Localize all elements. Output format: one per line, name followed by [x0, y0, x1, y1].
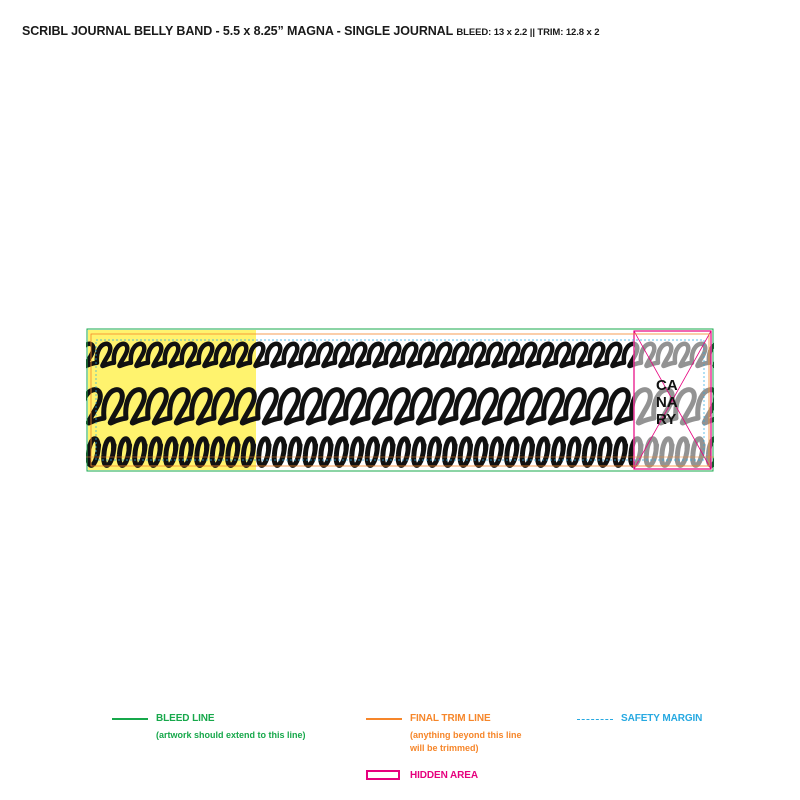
safety-margin-swatch	[577, 719, 613, 720]
page-dimensions: BLEED: 13 x 2.2 || TRIM: 12.8 x 2	[456, 27, 600, 38]
scribble-row-middle	[86, 387, 714, 426]
canary-logo-line-1: CA	[656, 377, 678, 394]
canary-logo-line-2: NA	[656, 394, 678, 411]
safety-margin-label: SAFETY MARGIN	[621, 713, 703, 724]
scribble-pattern	[86, 341, 714, 468]
hidden-area-cross-2	[633, 330, 712, 470]
trim-line-note-1: (anything beyond this line	[410, 730, 522, 740]
bleed-line-note: (artwork should extend to this line)	[156, 730, 306, 740]
canary-logo: CA NA RY	[656, 377, 678, 428]
trim-line-label: FINAL TRIM LINE	[410, 713, 491, 724]
page-title: SCRIBL JOURNAL BELLY BAND - 5.5 x 8.25” …	[22, 24, 454, 38]
hidden-area-outline	[633, 330, 712, 470]
page-header: SCRIBL JOURNAL BELLY BAND - 5.5 x 8.25” …	[22, 24, 599, 38]
hidden-area-label: HIDDEN AREA	[410, 770, 478, 781]
belly-band-artwork: CA NA RY	[86, 328, 714, 472]
bleed-line-swatch	[112, 718, 148, 720]
safety-margin	[95, 339, 705, 461]
bleed-line-label: BLEED LINE	[156, 713, 215, 724]
trim-line-note-2: will be trimmed)	[410, 743, 479, 753]
trim-line-swatch	[366, 718, 402, 720]
canary-logo-line-3: RY	[656, 411, 676, 428]
bleed-line	[86, 328, 714, 472]
trim-line	[90, 333, 710, 467]
hidden-area-swatch	[366, 770, 400, 780]
scribble-row-top	[86, 341, 714, 369]
